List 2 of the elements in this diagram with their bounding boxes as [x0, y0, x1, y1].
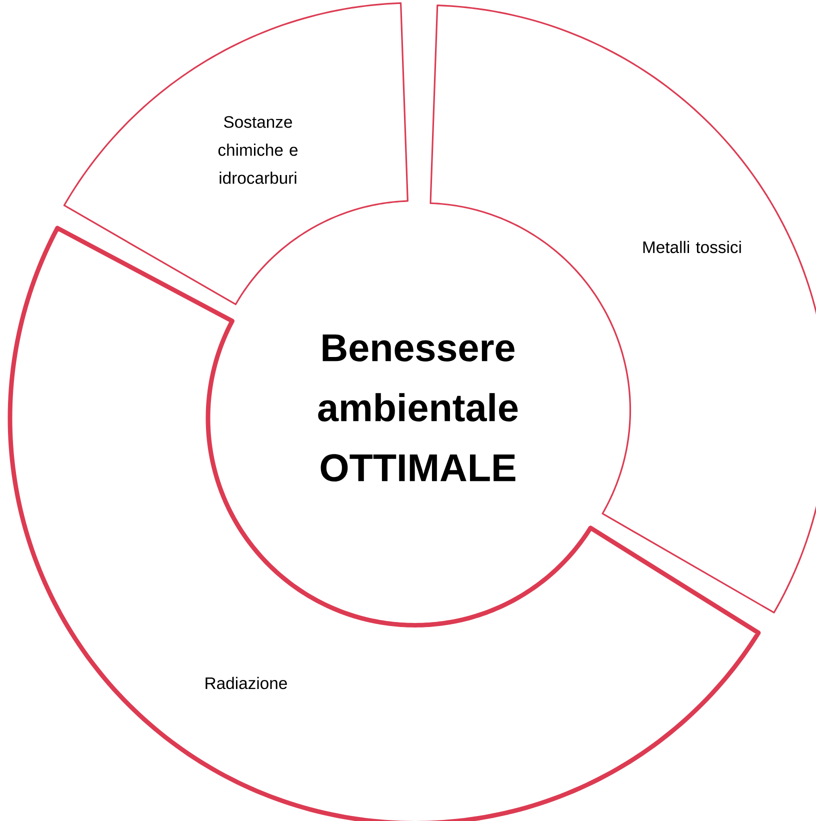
center-title: Benessere ambientale OTTIMALE — [318, 334, 518, 482]
donut-segment: Sostanze chimiche e idrocarburi — [63, 2, 408, 306]
